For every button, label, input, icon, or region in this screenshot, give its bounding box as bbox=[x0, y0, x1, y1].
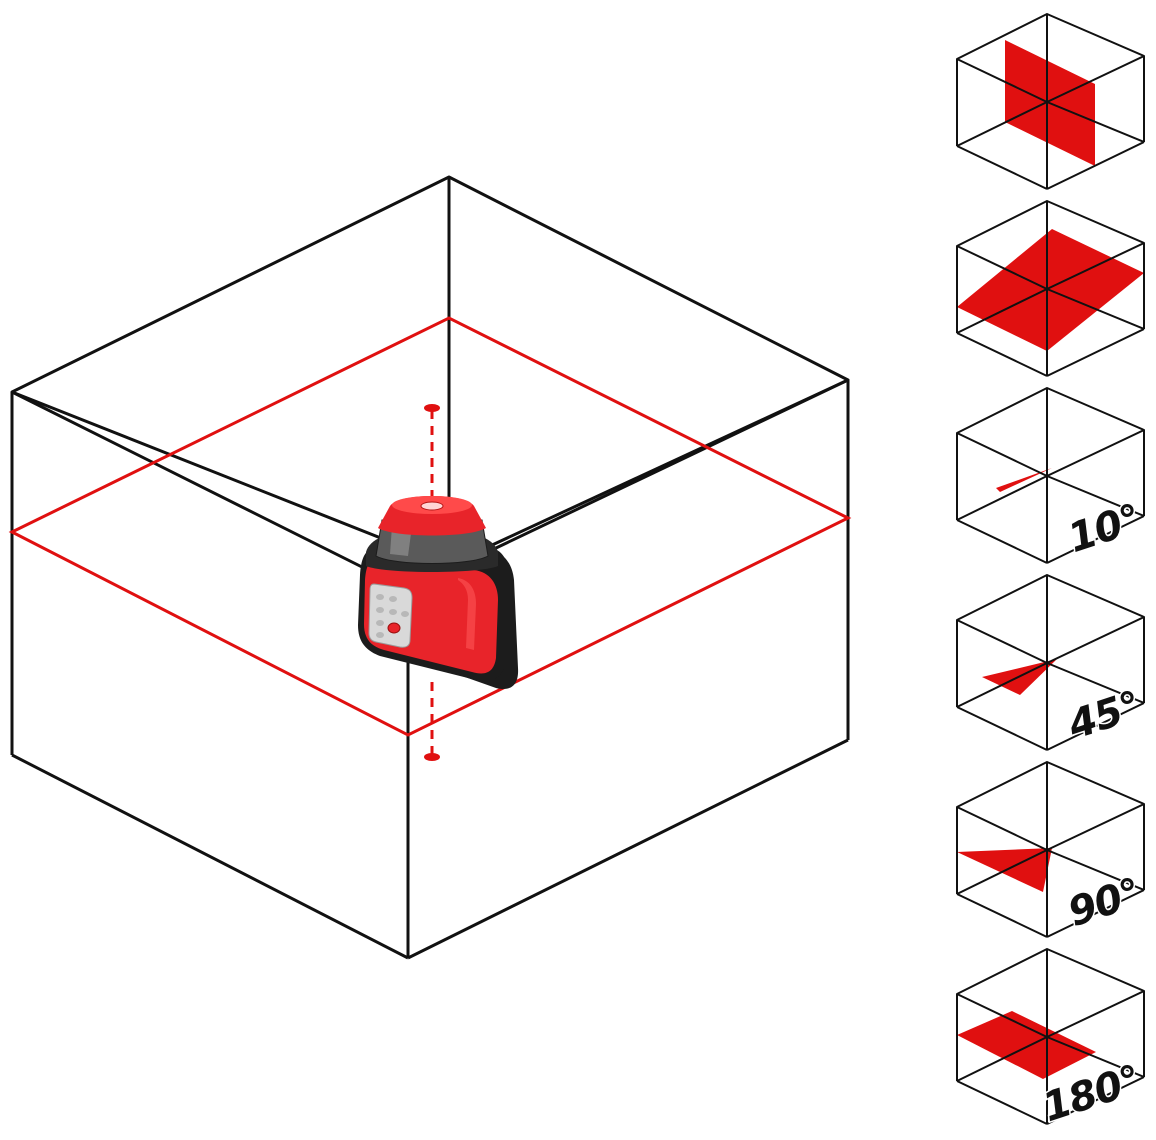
cube-edge bbox=[956, 893, 1048, 938]
cube-edge bbox=[1046, 328, 1145, 377]
mode-panels: 10° 45° 90° 180° bbox=[956, 13, 1148, 1133]
main-room-box bbox=[10, 175, 850, 960]
cube-edge bbox=[956, 519, 1048, 564]
bottom-left-edge bbox=[11, 753, 409, 960]
cube-edge bbox=[1046, 702, 1145, 751]
horizontal-laser-plane bbox=[8, 316, 852, 737]
mode-panel: 10° bbox=[956, 387, 1148, 564]
keypad-button bbox=[401, 611, 409, 617]
cube-inner-edge bbox=[1046, 662, 1145, 704]
cube-inner-edge bbox=[1046, 1036, 1145, 1078]
cube-inner-edge bbox=[1046, 101, 1145, 143]
plumb-beam bbox=[424, 404, 440, 761]
cube-inner-edge bbox=[956, 475, 1048, 521]
cube-edge bbox=[1046, 141, 1145, 190]
cube-outline bbox=[956, 574, 1145, 751]
cube-inner-edge bbox=[956, 101, 1048, 147]
cube-outline bbox=[956, 200, 1145, 377]
scan-sector bbox=[996, 468, 1052, 492]
cube-inner-edge bbox=[956, 1036, 1048, 1082]
cube-outline bbox=[956, 948, 1145, 1125]
scan-sector bbox=[957, 1011, 1096, 1079]
cube-inner-edge bbox=[1046, 475, 1145, 517]
keypad-button bbox=[376, 632, 384, 638]
mode-panel bbox=[956, 13, 1145, 190]
cube-inner-edge bbox=[1046, 288, 1145, 330]
keypad-button bbox=[389, 609, 397, 615]
cube-top bbox=[956, 574, 1145, 664]
cube-outline bbox=[956, 387, 1145, 564]
cube-edge bbox=[956, 1080, 1048, 1125]
cube-inner-edge bbox=[956, 849, 1048, 895]
keypad-button bbox=[376, 620, 384, 626]
cube-edge bbox=[956, 145, 1048, 190]
cube-inner-edge bbox=[956, 662, 1048, 708]
cube-inner-edge bbox=[956, 288, 1048, 334]
device-cap-aperture bbox=[420, 501, 444, 511]
cube-edge bbox=[956, 332, 1048, 377]
cube-top bbox=[956, 761, 1145, 851]
plumb-dot-bottom bbox=[424, 753, 440, 761]
cube-edge bbox=[1046, 889, 1145, 938]
mode-panel: 180° bbox=[956, 948, 1148, 1133]
bottom-right-edge bbox=[407, 738, 849, 960]
laser-plane-outline bbox=[8, 316, 852, 737]
laser-shape bbox=[957, 1011, 1096, 1079]
keypad-button bbox=[389, 596, 397, 602]
back-left-floor-edge bbox=[11, 390, 450, 567]
angle-label: 45° bbox=[1062, 683, 1146, 750]
cube-outline bbox=[956, 761, 1145, 938]
cube-inner-edge bbox=[1046, 849, 1145, 891]
mode-panel bbox=[956, 200, 1145, 377]
device-body-highlight bbox=[458, 578, 476, 650]
keypad-buttons bbox=[376, 594, 409, 638]
angle-label: 10° bbox=[1063, 496, 1146, 562]
plumb-dot-top bbox=[424, 404, 440, 412]
mode-panel: 45° bbox=[956, 574, 1148, 751]
rotary-laser-device bbox=[358, 496, 519, 690]
keypad-button bbox=[376, 607, 384, 613]
cube-outline bbox=[956, 13, 1145, 190]
mode-panel: 90° bbox=[956, 761, 1148, 938]
cube-edge bbox=[1046, 515, 1145, 564]
cube-edge bbox=[956, 706, 1048, 751]
laser-shape bbox=[996, 468, 1052, 492]
cube-top bbox=[956, 387, 1145, 477]
angle-label: 90° bbox=[1063, 870, 1146, 936]
cube-edge bbox=[1046, 1076, 1145, 1125]
keypad-button bbox=[376, 594, 384, 600]
power-button bbox=[387, 622, 401, 634]
